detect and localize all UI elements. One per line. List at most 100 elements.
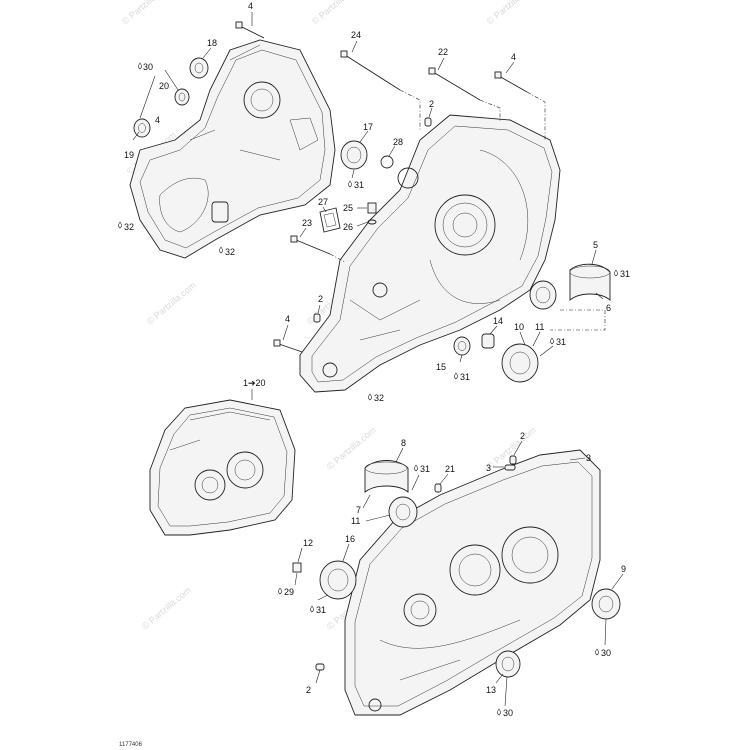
callout-31: 31 (460, 372, 470, 382)
gasket-27 (319, 207, 341, 233)
dowel-2-upper (424, 117, 432, 127)
callout-2: 2 (306, 685, 311, 695)
callout-2: 2 (429, 99, 434, 109)
pin-3 (504, 464, 516, 471)
drop-icon (138, 62, 142, 70)
callout-32: 32 (124, 222, 134, 232)
stud-22 (428, 67, 481, 101)
drop-icon (595, 648, 599, 656)
bushing-8 (364, 460, 409, 493)
seal-18 (189, 57, 209, 79)
callout-32: 32 (374, 393, 384, 403)
seal-9 (591, 588, 621, 620)
callout-25: 25 (343, 203, 353, 213)
watermark: © Partzilla.com (120, 0, 173, 27)
seal-20 (174, 88, 190, 106)
callout-7: 7 (356, 505, 361, 515)
callout-22: 22 (438, 47, 448, 57)
roller-bearing-14 (481, 333, 495, 349)
callout-19: 19 (124, 150, 134, 160)
callout-27: 27 (318, 197, 328, 207)
seal-19 (133, 118, 151, 138)
bearing-11-lower (388, 496, 418, 528)
crankcase-half-upper (299, 114, 561, 393)
figure-code: 1177406 (119, 742, 143, 748)
bearing-17 (340, 140, 368, 170)
callout-18: 18 (207, 38, 217, 48)
crankcase-cover-left (129, 39, 336, 259)
callout-4: 4 (248, 1, 253, 11)
watermark: © Partzilla.com (310, 0, 363, 27)
callout-29: 29 (284, 587, 294, 597)
callout-31: 31 (556, 337, 566, 347)
callout-31: 31 (620, 269, 630, 279)
seal-15 (453, 336, 471, 356)
callout-23: 23 (302, 218, 312, 228)
dowel-21 (434, 483, 442, 493)
bearing-10 (529, 280, 557, 310)
seal-13 (495, 650, 521, 678)
callout-11: 11 (535, 322, 544, 332)
callout-4: 4 (155, 115, 160, 125)
dowel-2-mid (313, 313, 321, 323)
dowel-2-bottom (315, 663, 325, 671)
drop-icon (614, 269, 618, 277)
callout-6: 6 (606, 303, 611, 313)
drop-icon (219, 246, 223, 254)
callout-17: 17 (363, 122, 373, 132)
stud-24 (340, 50, 401, 91)
callout-31: 31 (354, 180, 364, 190)
callout-28: 28 (393, 137, 403, 147)
watermark: © Partzilla.com (145, 280, 198, 327)
callout-5: 5 (593, 240, 598, 250)
callout-2: 2 (520, 431, 525, 441)
bolt-4-top (235, 21, 265, 39)
watermark: © Partzilla.com (485, 0, 538, 27)
callout-2: 2 (318, 294, 323, 304)
drop-icon (368, 393, 372, 401)
bolt-23 (290, 235, 331, 255)
ring-28 (380, 155, 394, 169)
callout-1-20: 1➔20 (243, 378, 266, 388)
callout-30: 30 (143, 62, 153, 72)
callout-15: 15 (436, 362, 446, 372)
stud-4-right (494, 71, 528, 93)
drop-icon (497, 708, 501, 716)
callout-3: 3 (486, 463, 491, 473)
callout-31: 31 (316, 605, 326, 615)
bolt-4-left (273, 339, 303, 353)
callout-4: 4 (511, 52, 516, 62)
drop-icon (278, 587, 282, 595)
watermark: © Partzilla.com (140, 585, 193, 632)
screw-12 (292, 562, 302, 573)
callout-32: 32 (225, 247, 235, 257)
callout-21: 21 (445, 464, 455, 474)
callout-24: 24 (351, 30, 361, 40)
drop-icon (118, 221, 122, 229)
callout-12: 12 (303, 538, 313, 548)
callout-4: 4 (285, 314, 290, 324)
callout-16: 16 (345, 534, 355, 544)
drop-icon (550, 337, 554, 345)
callout-3: 3 (586, 453, 591, 463)
bearing-11-upper (501, 343, 539, 383)
crankcase-assembly-thumbnail (149, 399, 296, 536)
callout-30: 30 (601, 648, 611, 658)
drop-icon (310, 605, 314, 613)
callout-labels: 4 18 30 20 4 19 32 32 24 22 4 2 17 28 31… (119, 1, 630, 748)
callout-26: 26 (343, 222, 353, 232)
crankcase-half-lower (344, 449, 601, 716)
callout-14: 14 (493, 316, 503, 326)
dowel-2-lower (509, 455, 517, 465)
drop-icon (414, 464, 418, 472)
callout-13: 13 (486, 685, 496, 695)
lubricant-drop-icons (118, 62, 618, 716)
callout-30: 30 (503, 708, 513, 718)
callout-11: 11 (351, 516, 360, 526)
bearing-sleeve-5 (569, 263, 611, 301)
drop-icon (348, 180, 352, 188)
drop-icon (454, 372, 458, 380)
callout-31: 31 (420, 464, 430, 474)
callout-20: 20 (159, 81, 169, 91)
